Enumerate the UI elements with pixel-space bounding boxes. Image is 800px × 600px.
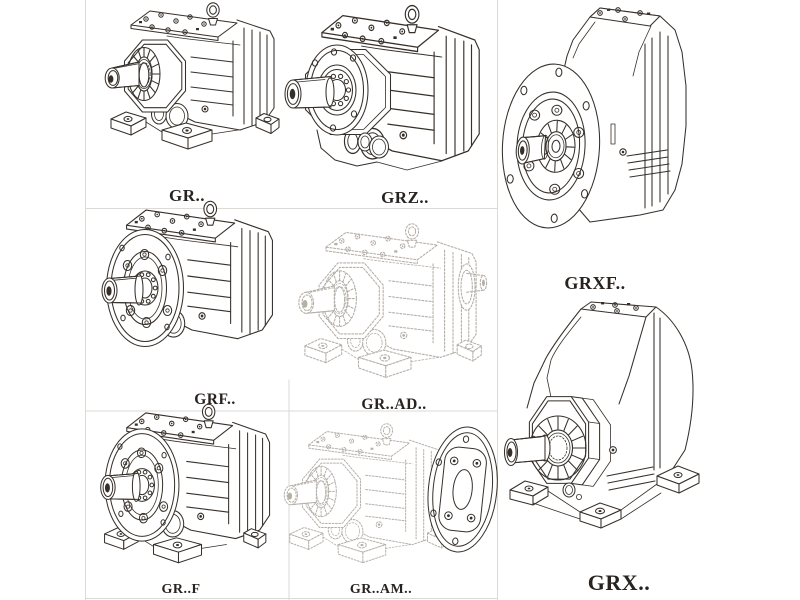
figure-label-grf: GRF..	[194, 391, 236, 408]
input-adapter	[457, 263, 488, 311]
grxf-flange	[501, 63, 601, 229]
grx-loop	[562, 482, 576, 498]
grff-drawing	[100, 403, 271, 564]
grz-bottom	[316, 129, 443, 171]
grx-drawing	[503, 301, 700, 529]
grf-drawing	[101, 200, 274, 348]
table-grid	[85, 0, 498, 600]
grx-housing	[526, 301, 694, 471]
grx-bevels	[570, 396, 611, 487]
figure-label-grz: GRZ..	[381, 188, 429, 207]
motor-flange	[427, 426, 498, 553]
figure-label-gr: GR..	[169, 186, 205, 205]
gr-drawing	[104, 2, 280, 150]
figure-label-grff: GR..F	[161, 582, 201, 597]
figure-label-gram: GR..AM..	[349, 582, 413, 597]
grx-ribs	[606, 466, 656, 491]
grad-drawing	[297, 223, 488, 378]
figure-label-grx: GRX..	[587, 570, 651, 595]
figure-label-grxf: GRXF..	[564, 273, 626, 293]
input-shaft	[515, 134, 549, 165]
grxf-drawing	[501, 7, 687, 229]
gram-drawing	[283, 423, 498, 564]
grx-base	[509, 465, 700, 529]
figure-label-grad: GR..AD..	[361, 396, 427, 413]
input-shaft	[503, 434, 551, 467]
grz-drawing	[284, 4, 480, 171]
